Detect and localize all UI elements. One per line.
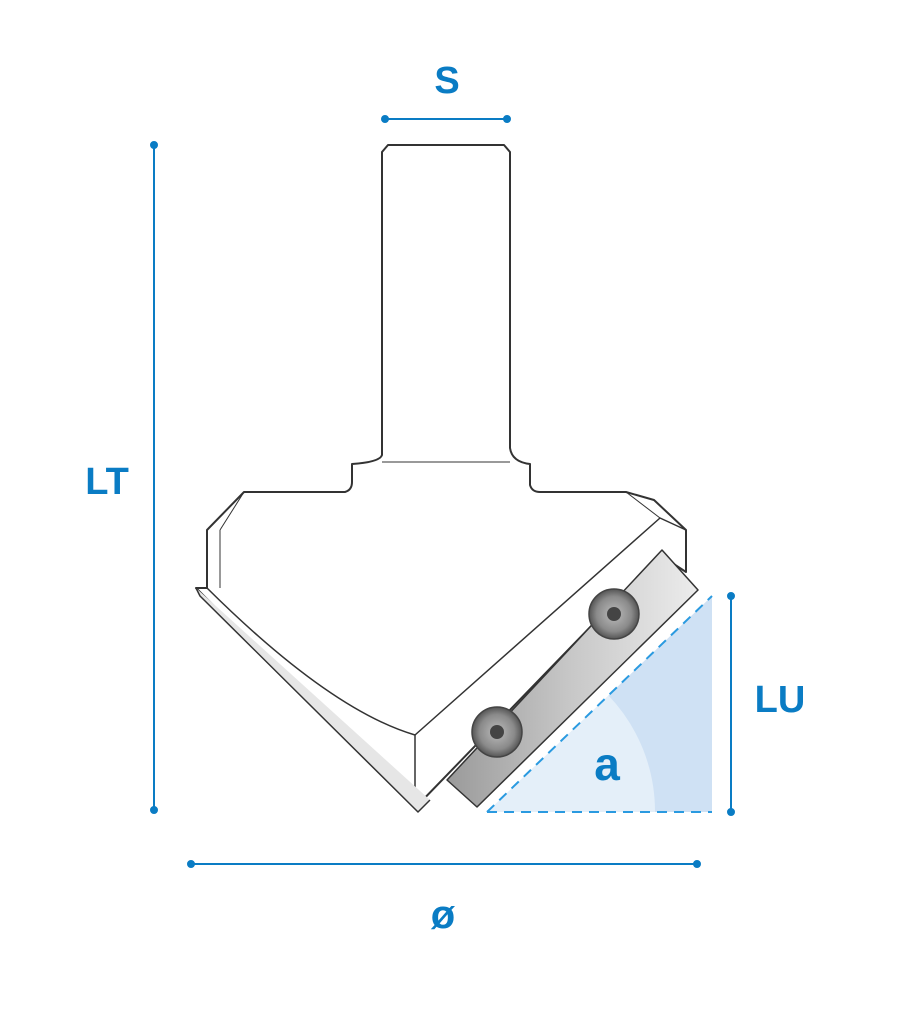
label-lt: LT xyxy=(85,461,129,503)
dimension-line-lt xyxy=(150,141,158,814)
label-angle: a xyxy=(594,738,620,790)
label-s: S xyxy=(434,60,459,102)
dimension-line-lu xyxy=(727,592,735,816)
dimension-line-s xyxy=(381,115,511,123)
label-lu: LU xyxy=(755,679,806,721)
screw-lower xyxy=(471,706,523,758)
angle-indicator xyxy=(486,595,713,813)
screw-upper xyxy=(588,588,640,640)
dimension-line-diameter xyxy=(187,860,701,868)
label-diameter: ø xyxy=(431,893,456,937)
